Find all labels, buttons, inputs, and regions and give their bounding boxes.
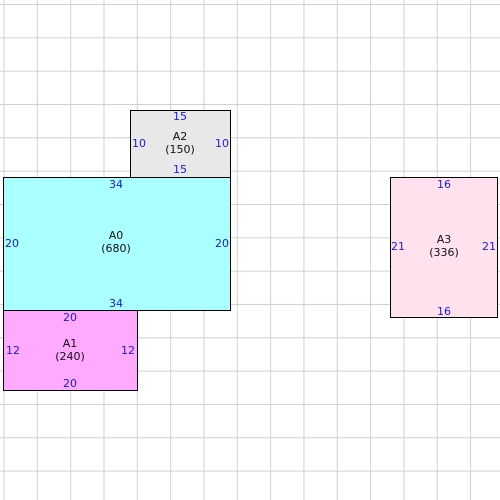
block-a0-left-dim: 20 <box>5 237 19 250</box>
block-a0-area: (680) <box>101 242 131 255</box>
block-a1-name: A1 <box>62 337 78 350</box>
block-a3[interactable] <box>390 177 498 318</box>
block-a2[interactable] <box>130 110 231 178</box>
block-a2-top-dim: 15 <box>173 110 187 123</box>
block-a1-area: (240) <box>55 350 85 363</box>
block-a2-area: (150) <box>165 143 195 156</box>
block-a3-name: A3 <box>436 233 452 246</box>
block-a1-left-dim: 12 <box>6 344 20 357</box>
block-a3-label: A3 (336) <box>429 233 459 259</box>
block-a3-bottom-dim: 16 <box>437 305 451 318</box>
block-a1-label: A1 (240) <box>55 337 85 363</box>
block-a2-label: A2 (150) <box>165 130 195 156</box>
block-a1-right-dim: 12 <box>121 344 135 357</box>
block-a1-bottom-dim: 20 <box>63 377 77 390</box>
block-a2-right-dim: 10 <box>215 137 229 150</box>
block-a1[interactable] <box>3 310 138 391</box>
block-a0-top-dim: 34 <box>109 178 123 191</box>
block-a3-right-dim: 21 <box>482 240 496 253</box>
block-a1-top-dim: 20 <box>63 311 77 324</box>
block-a2-left-dim: 10 <box>132 137 146 150</box>
block-a3-area: (336) <box>429 246 459 259</box>
block-a3-top-dim: 16 <box>437 178 451 191</box>
block-a3-left-dim: 21 <box>391 240 405 253</box>
block-a0[interactable] <box>3 177 231 311</box>
block-a0-bottom-dim: 34 <box>109 297 123 310</box>
block-a0-name: A0 <box>108 229 124 242</box>
block-a2-name: A2 <box>172 130 188 143</box>
block-a0-label: A0 (680) <box>101 229 131 255</box>
block-a0-right-dim: 20 <box>215 237 229 250</box>
block-a2-bottom-dim: 15 <box>173 163 187 176</box>
